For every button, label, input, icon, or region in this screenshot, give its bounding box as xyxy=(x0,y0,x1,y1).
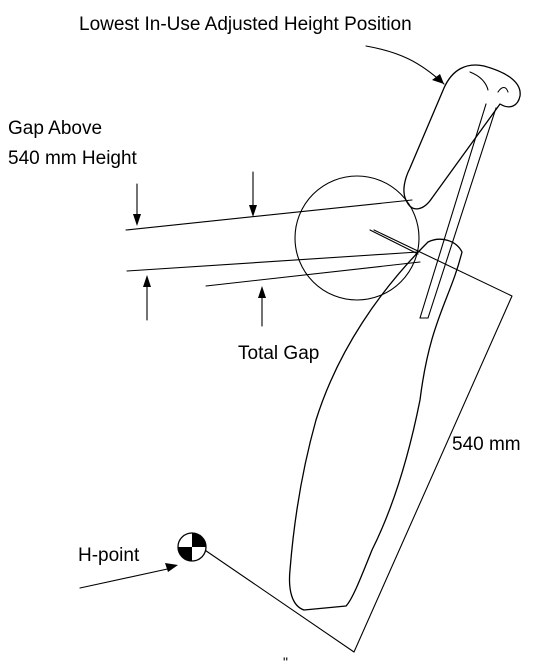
head-restraint-ridge xyxy=(469,71,489,91)
label-h-point: H-point xyxy=(78,545,140,566)
post-right-line xyxy=(427,107,497,319)
torso-line-frame xyxy=(195,229,513,653)
post-left-line xyxy=(419,103,487,319)
arrowhead-gap-above-left xyxy=(133,214,141,226)
gap-upper-line xyxy=(125,199,413,231)
arrowhead-gap-above-right xyxy=(249,205,257,217)
arrowhead-leader-lowest xyxy=(432,74,444,84)
label-gap-above-2: 540 mm Height xyxy=(8,148,138,169)
label-gap-above-1: Gap Above xyxy=(8,118,102,139)
head-restraint-inner-top xyxy=(497,86,509,93)
arrowhead-total-gap xyxy=(258,286,266,298)
label-540-mm: 540 mm xyxy=(452,434,521,455)
headform-circle xyxy=(294,175,420,301)
head-restraint-outline xyxy=(403,64,521,210)
arrowhead-h-point xyxy=(165,563,178,572)
leader-lowest-position xyxy=(365,45,445,85)
circle-radius-line xyxy=(369,229,419,255)
label-lowest-position: Lowest In-Use Adjusted Height Position xyxy=(79,14,412,35)
label-total-gap: Total Gap xyxy=(238,343,319,364)
gap-lower-line xyxy=(205,261,421,287)
h-point-symbol xyxy=(177,532,207,562)
gap-middle-line xyxy=(126,251,419,272)
arrow-h-point xyxy=(79,567,173,589)
bottom-mark: " xyxy=(283,654,288,670)
seat-back-outline xyxy=(288,238,463,611)
arrowhead-gap-bottom-left xyxy=(143,275,151,287)
